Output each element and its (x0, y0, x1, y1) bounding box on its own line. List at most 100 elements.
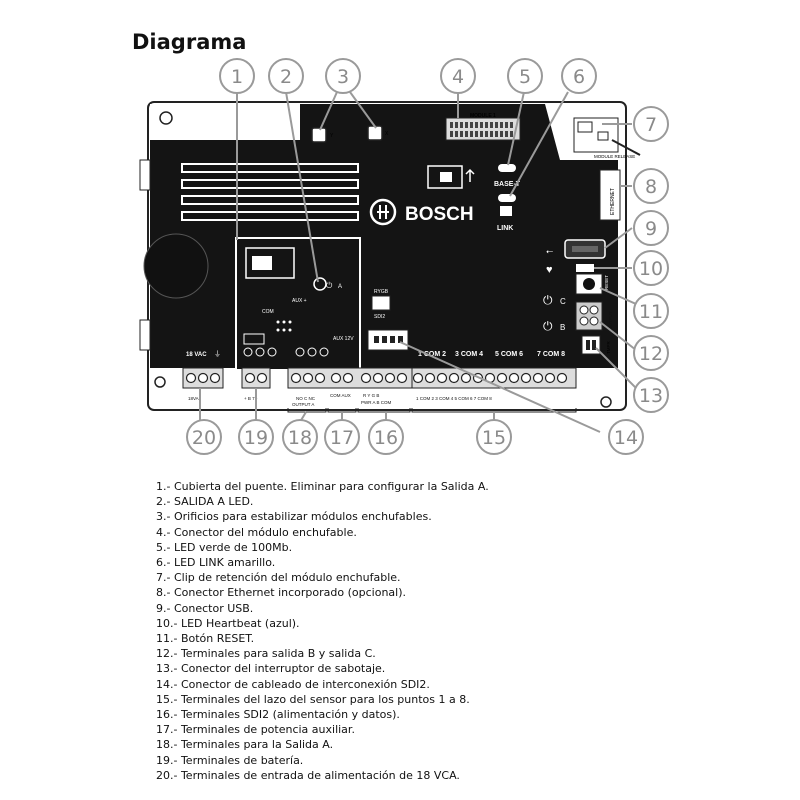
board-tab (139, 319, 151, 351)
page-title: Diagrama (132, 30, 247, 54)
link-label: LINK (497, 225, 513, 232)
callout-number: 20 (192, 427, 216, 449)
output-a-led-label: A (338, 284, 342, 290)
legend-list: 1.- Cubierta del puente. Eliminar para c… (156, 479, 489, 783)
callout-20: 20 (186, 419, 222, 455)
callout-number: 14 (614, 427, 638, 449)
callout-number: 18 (288, 427, 312, 449)
base-t-label: BASE-T (494, 181, 521, 188)
link-led (498, 194, 516, 202)
callout-16: 16 (368, 419, 404, 455)
terminal-screw (314, 372, 326, 384)
heartbeat-led (576, 264, 594, 272)
callout-number: 16 (374, 427, 398, 449)
t-18va-label: 18VA (188, 396, 199, 401)
legend-item: 9.- Conector USB. (156, 601, 254, 615)
t-batt-label: + B 7 - (244, 396, 258, 401)
usb-icon: ⭠ (546, 246, 553, 256)
callout-14: 14 (608, 419, 644, 455)
terminal-screw (197, 372, 209, 384)
aux12-label: AUX 12V (333, 336, 354, 342)
ryg-label: RYGB (374, 289, 389, 295)
com34-label: 3 COM 4 (455, 351, 483, 358)
terminal-screw (436, 372, 448, 384)
callout-1: 1 (219, 58, 255, 94)
callout-number: 5 (519, 66, 531, 88)
callout-7: 7 (633, 106, 669, 142)
output-a-led-icon: ⏻ (326, 281, 333, 290)
legend-item: 19.- Terminales de batería. (156, 753, 304, 767)
terminal-screw (556, 372, 568, 384)
terminal-screw (520, 372, 532, 384)
t-loop-label: 1 COM 2 3 COM 4 5 COM 6 7 COM 8 (416, 396, 492, 401)
callout-number: 3 (337, 66, 349, 88)
t-comaux-label: COM AUX (330, 393, 351, 398)
legend-item: 8.- Conector Ethernet incorporado (opcio… (156, 586, 407, 600)
com-label: COM (262, 309, 274, 315)
vent-slots (181, 163, 359, 221)
brand-logo: BOSCH (405, 204, 474, 225)
hole-x-label: X (385, 131, 389, 137)
callout-number: 12 (639, 343, 663, 365)
legend-item: 17.- Terminales de potencia auxiliar. (156, 723, 355, 737)
callout-6: 6 (561, 58, 597, 94)
terminal-screw (496, 372, 508, 384)
sdi2-interconnect (367, 329, 409, 351)
output-b-label: B (560, 323, 565, 332)
module-icon (427, 165, 463, 189)
callout-number: 13 (639, 385, 663, 407)
terminal-screw (256, 372, 268, 384)
callout-number: 15 (482, 427, 506, 449)
callout-17: 17 (324, 419, 360, 455)
heartbeat-icon: ♥ (546, 264, 553, 276)
output-label: OUTPUT (608, 311, 613, 330)
terminal-screw (532, 372, 544, 384)
legend-item: 13.- Conector del interruptor de sabotaj… (156, 662, 386, 676)
terminal-screw (360, 372, 372, 384)
module1-label: MODULE 1 (470, 113, 496, 119)
callout-number: 4 (452, 66, 464, 88)
stabilizer-hole-y (311, 127, 327, 143)
legend-item: 6.- LED LINK amarillo. (156, 556, 276, 570)
terminal-screw (302, 372, 314, 384)
jumper-pins (276, 320, 292, 332)
hole-y-label: Y (330, 133, 334, 139)
terminal-screws (185, 372, 568, 384)
legend-item: 20.- Terminales de entrada de alimentaci… (156, 768, 460, 782)
t-pwr-label: PWR A B COM (361, 400, 392, 405)
speaker (143, 233, 209, 299)
terminal-screw (412, 372, 424, 384)
terminal-screw (384, 372, 396, 384)
terminal-screw (544, 372, 556, 384)
ethernet-label: ETHERNET (610, 188, 616, 215)
legend-item: 3.- Orificios para estabilizar módulos e… (156, 510, 432, 524)
sdi2-label: SDI2 (374, 314, 385, 320)
output-b-icon: ⏻ (543, 319, 553, 333)
output-a-led (313, 277, 327, 291)
sdi2-connector-small (371, 295, 391, 311)
callout-4: 4 (440, 58, 476, 94)
legend-item: 5.- LED verde de 100Mb. (156, 540, 293, 554)
output-c-label: C (560, 297, 566, 306)
callout-number: 10 (639, 258, 663, 280)
terminal-screw (330, 372, 342, 384)
output-c-icon: ⏻ (543, 293, 553, 307)
aux-plus-label: AUX + (292, 298, 307, 304)
callout-number: 11 (639, 301, 663, 323)
terminal-screw (290, 372, 302, 384)
callout-number: 6 (573, 66, 585, 88)
legend-item: 11.- Botón RESET. (156, 632, 255, 646)
base-t-led (498, 164, 516, 172)
t-outa2-label: OUTPUT A (292, 402, 314, 407)
tamper-connector (581, 335, 601, 355)
callout-19: 19 (238, 419, 274, 455)
legend-item: 15.- Terminales del lazo del sensor para… (156, 692, 470, 706)
vac18-label: 18 VAC (186, 352, 207, 358)
mount-hole (159, 111, 173, 125)
reset-label: RESET (604, 275, 609, 290)
com78-label: 7 COM 8 (537, 351, 565, 358)
callout-11: 11 (633, 293, 669, 329)
callout-number: 1 (231, 66, 243, 88)
output-bc-terminals (575, 301, 603, 331)
terminal-screw (342, 372, 354, 384)
